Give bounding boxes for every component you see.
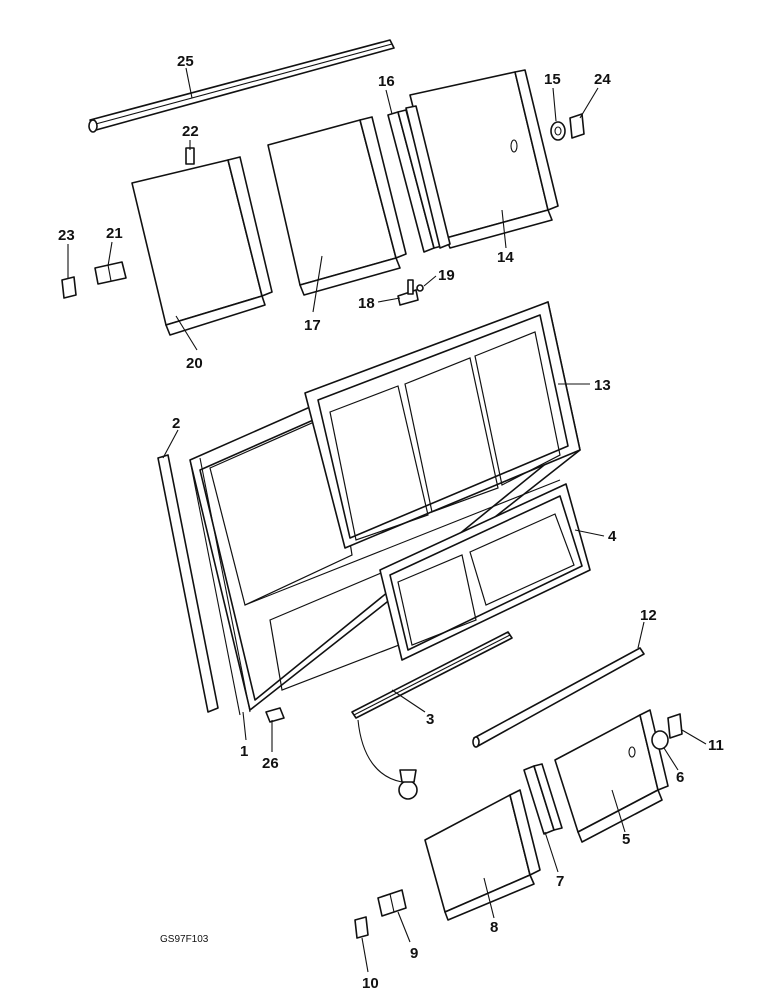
callout-4: 4 [608, 528, 617, 545]
part-13-upper-window-frame [304, 301, 581, 549]
callout-14: 14 [497, 249, 514, 266]
callout-10: 10 [362, 975, 379, 992]
callout-20: 20 [186, 355, 203, 372]
callout-3: 3 [426, 711, 434, 728]
part-24-clip [569, 113, 585, 139]
part-12-lower-rail [472, 647, 645, 748]
part-18-latch [397, 279, 419, 306]
part-3-lower-strip [351, 631, 513, 800]
part-25-top-rail [88, 39, 395, 133]
part-7-channel [523, 763, 563, 835]
callout-6: 6 [676, 769, 684, 786]
part-6-grommet [651, 730, 669, 750]
callout-9: 9 [410, 945, 418, 962]
callout-21: 21 [106, 225, 123, 242]
callout-23: 23 [58, 227, 75, 244]
callout-7: 7 [556, 873, 564, 890]
callout-2: 2 [172, 415, 180, 432]
callout-13: 13 [594, 377, 611, 394]
part-14-upper-right-panel [405, 69, 559, 249]
callout-11: 11 [708, 737, 724, 754]
callout-12: 12 [640, 607, 657, 624]
callout-22: 22 [182, 123, 199, 140]
callout-18: 18 [358, 295, 375, 312]
part-10-bracket [354, 916, 369, 939]
part-26-fastener [265, 707, 285, 723]
callout-26: 26 [262, 755, 279, 772]
callout-24: 24 [594, 71, 611, 88]
callout-labels: 25 22 23 21 20 17 16 15 24 14 19 18 13 2… [58, 53, 724, 992]
part-23-bracket [61, 276, 77, 299]
callout-19: 19 [438, 267, 455, 284]
part-15-grommet [550, 121, 566, 141]
callout-1: 1 [240, 743, 248, 760]
part-11-clip [667, 713, 683, 739]
callout-8: 8 [490, 919, 498, 936]
callout-15: 15 [544, 71, 561, 88]
part-5-lower-right-panel [554, 709, 669, 843]
leader-lines [67, 67, 707, 973]
part-4-lower-window-frame [379, 483, 591, 661]
callout-17: 17 [304, 317, 321, 334]
part-9-hinge [377, 889, 407, 917]
part-8-lower-left-panel [424, 789, 541, 921]
part-21-hinge [94, 261, 127, 285]
callout-5: 5 [622, 831, 630, 848]
callout-25: 25 [177, 53, 194, 70]
callout-16: 16 [378, 73, 395, 90]
part-20-upper-left-panel [131, 147, 273, 336]
drawing-code: GS97F103 [160, 934, 209, 945]
part-19-latch-pin [416, 284, 424, 292]
part-17-upper-middle-panel [267, 116, 407, 296]
